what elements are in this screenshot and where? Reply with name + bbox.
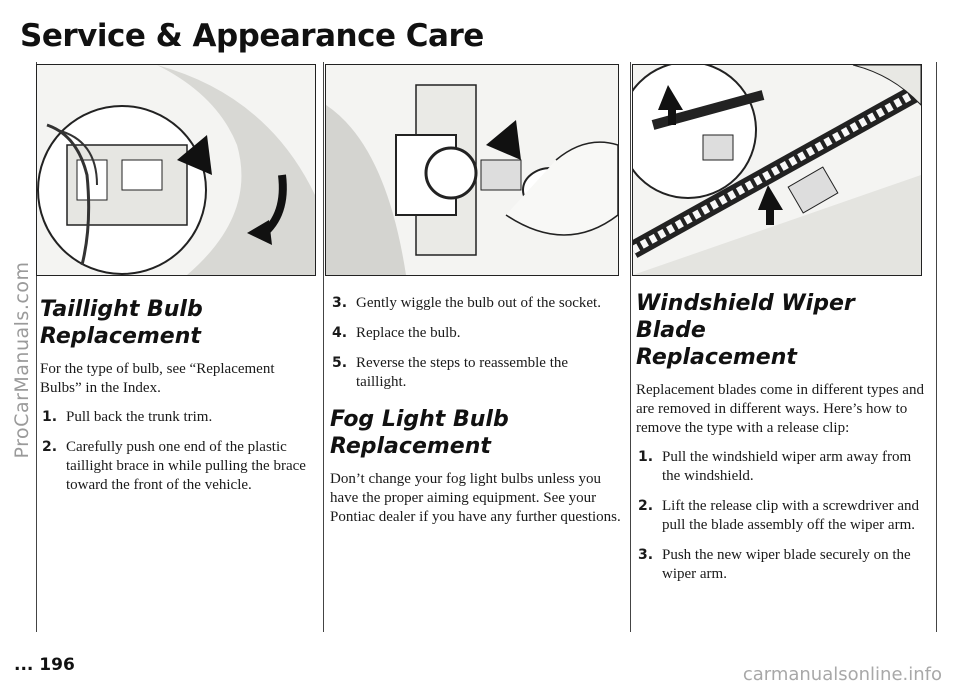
wiper-heading-line2: Replacement — [636, 345, 797, 370]
page-number: ... 196 — [14, 655, 75, 675]
page-title: Service & Appearance Care — [20, 18, 484, 54]
bottom-watermark: carmanualsonline.info — [742, 664, 942, 685]
taillight-illustration — [36, 64, 316, 276]
fog-heading-line2: Replacement — [330, 434, 491, 459]
list-item: 5. Reverse the steps to reassemble the ta… — [330, 354, 622, 392]
step-text: Carefully push one end of the plastic ta… — [66, 439, 306, 493]
wiper-illustration — [632, 64, 922, 276]
side-watermark-text: ProCarManuals.com — [11, 261, 33, 459]
side-watermark: ProCarManuals.com — [11, 80, 33, 640]
step-number: 4. — [332, 325, 348, 341]
step-number: 2. — [638, 498, 654, 514]
column-divider-3 — [630, 62, 631, 632]
wiper-heading-line1: Windshield Wiper Blade — [636, 291, 855, 343]
wiper-intro: Replacement blades come in different typ… — [636, 382, 924, 436]
middle-column: 3. Gently wiggle the bulb out of the sock… — [330, 294, 622, 537]
taillight-column: Taillight Bulb Replacement For the type … — [40, 296, 316, 506]
step-text: Pull the windshield wiper arm away from … — [662, 449, 912, 484]
step-number: 1. — [638, 449, 654, 465]
taillight-steps-b: 3. Gently wiggle the bulb out of the sock… — [330, 294, 622, 392]
list-item: 1. Pull the windshield wiper arm away fro… — [636, 448, 930, 486]
list-item: 3. Push the new wiper blade securely on t… — [636, 546, 930, 584]
wiper-heading: Windshield Wiper Blade Replacement — [636, 290, 930, 371]
list-item: 4. Replace the bulb. — [330, 324, 622, 343]
step-number: 3. — [638, 547, 654, 563]
step-text: Lift the release clip with a screwdriver… — [662, 498, 919, 533]
step-text: Replace the bulb. — [356, 325, 461, 341]
step-number: 5. — [332, 355, 348, 371]
wiper-column: Windshield Wiper Blade Replacement Repla… — [636, 290, 930, 595]
step-text: Pull back the trunk trim. — [66, 409, 213, 425]
fog-heading-line1: Fog Light Bulb — [330, 407, 509, 432]
column-divider-4 — [936, 62, 937, 632]
list-item: 2. Lift the release clip with a screwdriv… — [636, 497, 930, 535]
taillight-intro: For the type of bulb, see “Replacement B… — [40, 361, 275, 396]
taillight-heading: Taillight Bulb Replacement — [40, 296, 316, 350]
bulb-illustration — [325, 64, 619, 276]
step-text: Reverse the steps to reassemble the tail… — [356, 355, 569, 390]
step-text: Gently wiggle the bulb out of the socket… — [356, 295, 601, 311]
taillight-heading-line1: Taillight Bulb — [40, 297, 203, 322]
list-item: 3. Gently wiggle the bulb out of the sock… — [330, 294, 622, 313]
step-number: 2. — [42, 439, 58, 455]
column-divider-1 — [36, 62, 37, 632]
step-text: Push the new wiper blade securely on the… — [662, 547, 911, 582]
column-divider-2 — [323, 62, 324, 632]
wiper-steps: 1. Pull the windshield wiper arm away fro… — [636, 448, 930, 584]
fog-light-body: Don’t change your fog light bulbs unless… — [330, 471, 621, 525]
list-item: 1. Pull back the trunk trim. — [40, 408, 316, 427]
taillight-heading-line2: Replacement — [40, 324, 201, 349]
taillight-steps-a: 1. Pull back the trunk trim. 2. Carefully … — [40, 408, 316, 495]
fog-light-heading: Fog Light Bulb Replacement — [330, 406, 622, 460]
step-number: 1. — [42, 409, 58, 425]
step-number: 3. — [332, 295, 348, 311]
list-item: 2. Carefully push one end of the plastic … — [40, 438, 316, 495]
